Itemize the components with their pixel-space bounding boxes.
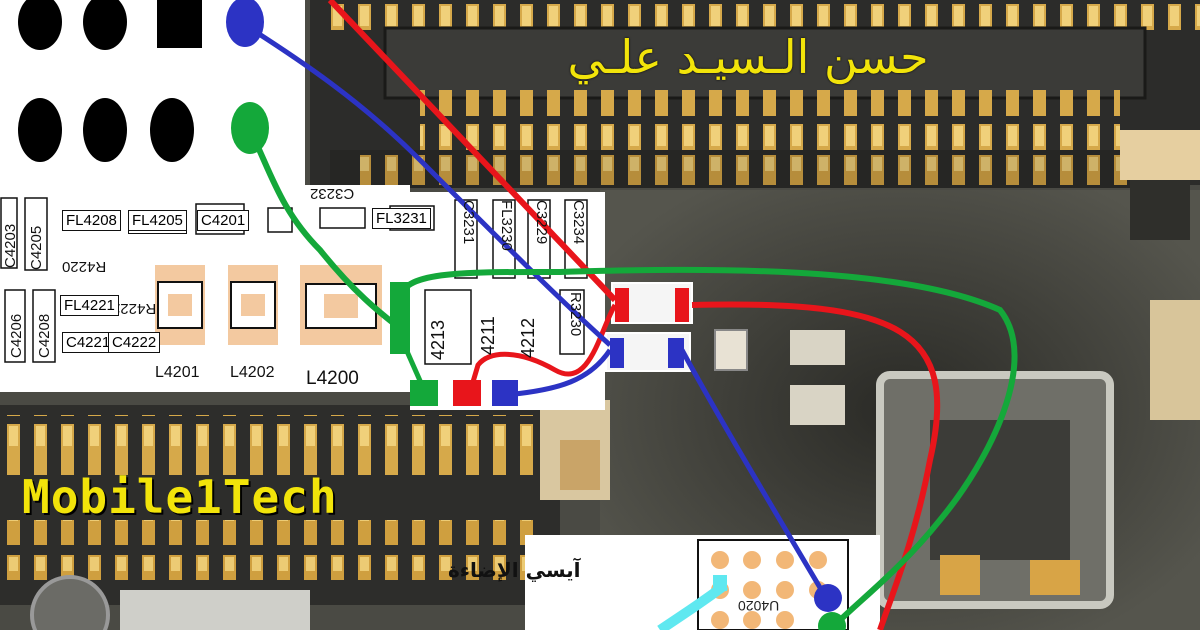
blue-trace [243, 22, 828, 598]
label-c4203: C4203 [2, 223, 19, 268]
label-c3231: C3231 [460, 200, 477, 245]
inductor-l4202 [228, 265, 278, 345]
author-name: حسن الـسيـد علـي [567, 30, 929, 84]
black-pads [18, 0, 202, 162]
label-4213: 4213 [428, 319, 448, 360]
chip-label-u4020: U4020 [738, 598, 780, 614]
label-fl3230: FL3230 [498, 200, 515, 251]
label-c3229: C3229 [533, 200, 550, 245]
label-c4201: C4201 [197, 210, 250, 231]
label-c4208: C4208 [36, 313, 53, 358]
label-c4222: C4222 [108, 332, 161, 353]
brand-watermark: Mobile1Tech [22, 470, 338, 524]
top-connector [310, 0, 1200, 188]
blue-test-point [226, 0, 264, 47]
label-fl4208-alt: FL4208 [62, 210, 121, 231]
label-c4221: C4221 [62, 332, 115, 353]
label-c4206: C4206 [8, 313, 25, 358]
inductor-l4200 [300, 265, 382, 345]
label-4211: 4211 [478, 316, 498, 355]
blue-end-point [814, 584, 842, 612]
label-l4200: L4200 [306, 368, 359, 389]
green-test-point [231, 102, 269, 154]
label-l4201: L4201 [155, 364, 200, 381]
right-components [714, 180, 1200, 609]
red-trace [327, 0, 941, 630]
label-4212: 4212 [518, 317, 538, 358]
label-r3230: R3230 [567, 292, 584, 337]
capacitor-outlines [0, 197, 588, 365]
label-fl4221: FL4221 [60, 295, 119, 316]
label-c3232: C3232 [310, 185, 355, 202]
label-fl3231: FL3231 [372, 208, 431, 229]
green-end-point [818, 612, 846, 630]
inductor-l4201 [155, 265, 205, 345]
bottom-connector [0, 400, 610, 630]
green-pad [390, 282, 410, 354]
green-trace [247, 128, 1018, 628]
label-l4202: L4202 [230, 364, 275, 381]
ic-label: آيسي الإضاءة [448, 558, 581, 582]
label-c3234: C3234 [570, 200, 587, 245]
label-fl4205: FL4205 [128, 210, 187, 231]
label-r4220: R4220 [62, 258, 107, 275]
label-c4205: C4205 [28, 225, 45, 270]
